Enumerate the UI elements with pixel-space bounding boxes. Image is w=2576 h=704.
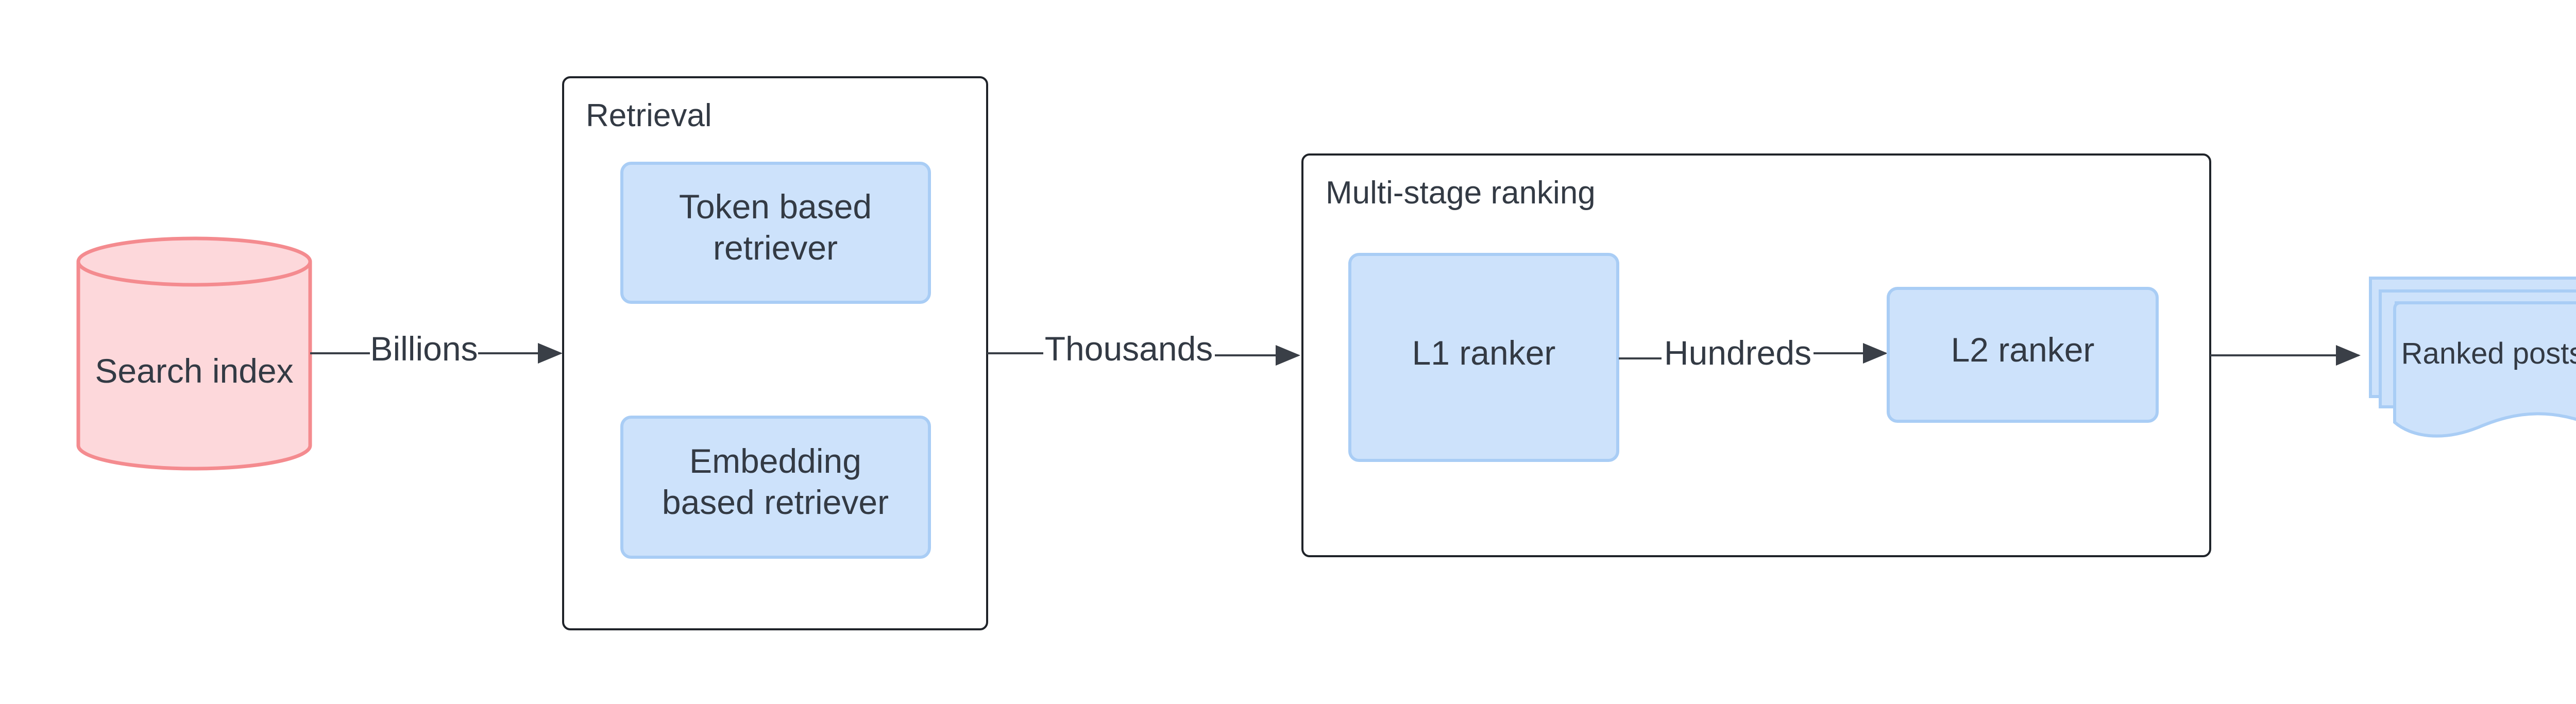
embedding-retriever-label-line2: based retriever <box>662 483 889 521</box>
token-retriever-box <box>620 162 931 304</box>
edge-thousands: Thousands <box>987 330 1300 368</box>
l1-ranker-node[interactable]: L1 ranker <box>1348 253 1619 462</box>
edge-label-hundreds: Hundreds <box>1664 334 1811 372</box>
ranking-title: Multi-stage ranking <box>1326 175 1596 211</box>
ranked-posts-node[interactable]: Ranked posts <box>2369 277 2576 438</box>
l1-ranker-label: L1 ranker <box>1412 334 1556 372</box>
embedding-retriever-box <box>620 416 931 559</box>
token-retriever-node[interactable]: Token based retriever <box>620 162 931 304</box>
edge-label-billions: Billions <box>370 330 478 368</box>
token-retriever-label-line1: Token based <box>679 187 872 226</box>
database-top <box>76 236 312 287</box>
document-icon <box>2393 301 2576 438</box>
ranked-posts-label: Ranked posts <box>2401 337 2576 370</box>
search-index-node[interactable]: Search index <box>76 236 312 471</box>
token-retriever-label-line2: retriever <box>713 229 838 267</box>
database-icon <box>76 262 312 471</box>
retrieval-title: Retrieval <box>586 98 712 133</box>
embedding-retriever-label-line1: Embedding <box>689 442 861 480</box>
embedding-retriever-node[interactable]: Embedding based retriever <box>620 416 931 559</box>
l2-ranker-box <box>1887 287 2159 423</box>
l1-ranker-box <box>1348 253 1619 462</box>
edge-hundreds: Hundreds <box>1619 334 1888 372</box>
l2-ranker-label: L2 ranker <box>1951 331 2095 369</box>
edge-billions: Billions <box>310 330 563 368</box>
search-index-label: Search index <box>95 352 293 390</box>
l2-ranker-node[interactable]: L2 ranker <box>1887 287 2159 423</box>
edge-label-thousands: Thousands <box>1045 330 1213 368</box>
